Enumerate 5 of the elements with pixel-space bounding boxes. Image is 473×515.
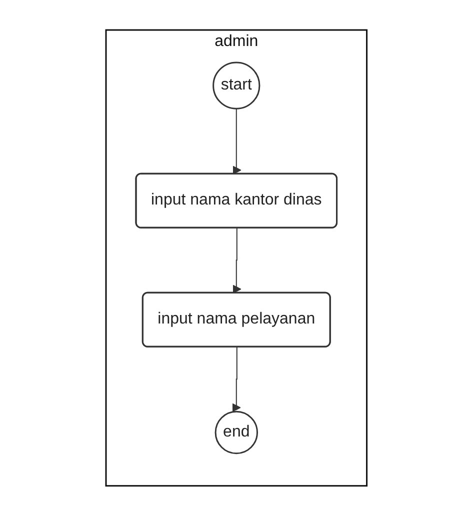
arrow: [232, 227, 242, 294]
node-circle: start: [212, 61, 260, 109]
arrow: [232, 108, 242, 174]
arrow: [232, 346, 241, 412]
node-circle: end: [214, 410, 258, 454]
